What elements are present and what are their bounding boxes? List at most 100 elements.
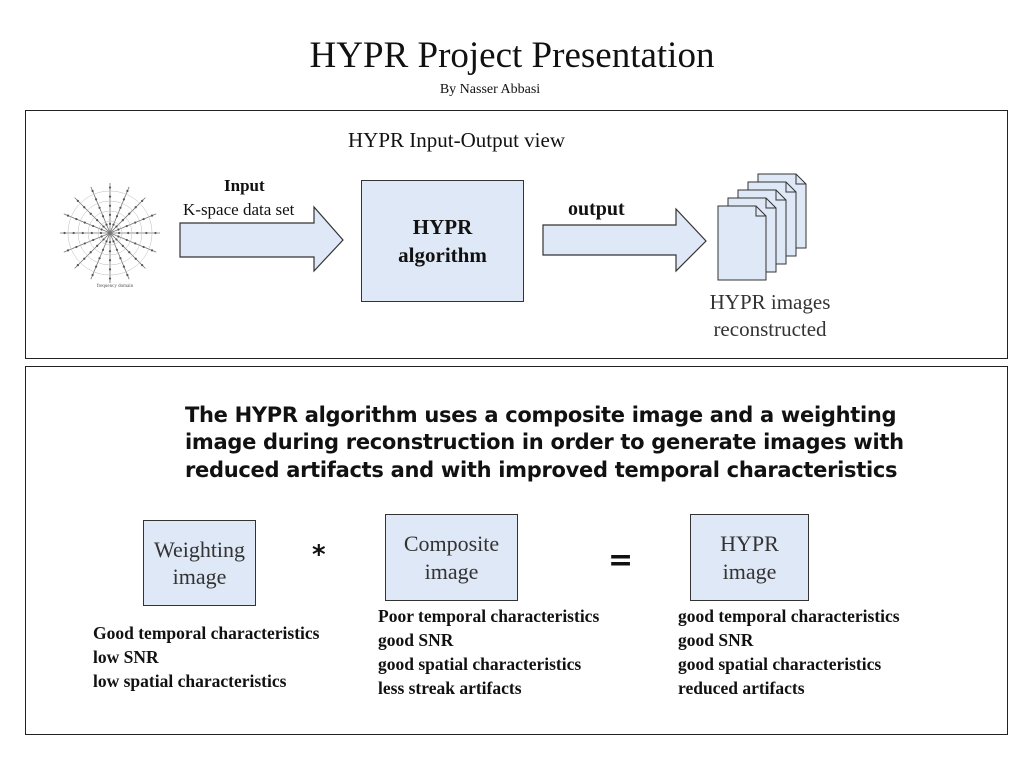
output-arrow [542, 207, 707, 273]
sample-dot [127, 231, 130, 235]
list-item: Good temporal characteristics [93, 623, 320, 643]
sample-dot [102, 225, 105, 228]
sample-dot [121, 219, 124, 222]
sample-dot [108, 240, 112, 244]
list-item: good temporal characteristics [678, 606, 900, 626]
sample-dot [128, 212, 131, 215]
list-item: less streak artifacts [378, 678, 522, 698]
sample-dot [119, 257, 122, 260]
io-view-panel [25, 110, 1008, 359]
document-stack-icon [717, 173, 807, 281]
input-label: Input [224, 176, 265, 195]
sample-dot [115, 225, 118, 228]
page-title: HYPR Project Presentation [309, 35, 715, 76]
sample-dot [142, 217, 145, 221]
hypr-image-box: HYPR image [690, 514, 809, 601]
sample-dot [63, 231, 66, 235]
sample-dot [108, 277, 112, 280]
sample-dot [117, 228, 120, 231]
sample-dot [92, 224, 95, 228]
sample-dot [105, 240, 108, 243]
sample-dot [154, 231, 157, 235]
sample-dot [136, 231, 139, 235]
sample-dot [91, 189, 94, 193]
sample-dot [134, 242, 137, 245]
sample-dot [83, 206, 86, 209]
sample-dot [76, 199, 79, 202]
formula-panel [25, 366, 1008, 735]
sample-dot [134, 221, 137, 224]
ring-circle [77, 200, 143, 266]
sample-dot [108, 186, 112, 189]
input-arrow [179, 205, 344, 273]
svg-text:frequency domain: frequency domain [97, 284, 134, 289]
sample-dot [100, 235, 103, 238]
sample-dot [117, 235, 120, 238]
sample-dot [92, 238, 95, 242]
sample-dot [75, 245, 78, 249]
sample-dot [94, 265, 98, 268]
sample-dot [101, 248, 105, 251]
kspace-radial-sampling-icon [60, 183, 160, 283]
sample-dot [90, 231, 93, 235]
sample-dot [134, 206, 137, 209]
sample-dot [98, 257, 101, 260]
ring-circle [87, 210, 133, 256]
sample-dot [122, 265, 126, 268]
multiply-operator: * [312, 540, 326, 570]
kspace-data-label: K-space data set [183, 200, 295, 219]
sample-dot [125, 224, 128, 228]
ring-circle [67, 190, 153, 276]
sample-dot [141, 199, 144, 202]
sample-dot [83, 257, 86, 260]
sample-dot [101, 215, 105, 218]
list-item: good SNR [378, 630, 454, 650]
hypr-algorithm-box: HYPR algorithm [361, 180, 524, 302]
sample-dot [89, 212, 92, 215]
list-item: good spatial characteristics [678, 654, 882, 674]
sample-dot [108, 268, 112, 271]
sample-dot [99, 231, 103, 235]
weighting-properties-list: Good temporal characteristics low SNR lo… [93, 621, 319, 693]
sample-dot [98, 206, 101, 209]
weighting-image-label: Weighting image [153, 536, 246, 590]
list-item: low SNR [93, 647, 159, 667]
sample-dot [108, 204, 112, 207]
spoke-line [63, 213, 157, 253]
sample-dot [72, 231, 75, 235]
sample-dot [91, 273, 94, 277]
sample-dot [125, 238, 128, 242]
algorithm-statement: The HYPR algorithm uses a composite imag… [185, 403, 904, 482]
sample-dot [96, 244, 99, 247]
hypr-images-caption: HYPR images reconstructed [709, 290, 831, 342]
page-fold [775, 190, 786, 201]
io-view-heading: HYPR Input-Output view [348, 128, 565, 152]
sample-dot [100, 228, 103, 231]
sample-dot [81, 231, 84, 235]
list-item: low spatial characteristics [93, 671, 287, 691]
sample-dot [141, 264, 144, 267]
sample-dot [117, 231, 121, 235]
sample-dot [108, 195, 112, 198]
ring-circle [97, 220, 123, 246]
sample-dot [66, 249, 70, 252]
composite-properties-list: Poor temporal characteristics good SNR g… [378, 604, 599, 700]
sample-dot [126, 273, 129, 277]
list-item: reduced artifacts [678, 678, 805, 698]
sample-dot [128, 251, 131, 254]
hypr-algorithm-label: HYPR algorithm [398, 214, 487, 267]
sample-dot [83, 242, 86, 245]
sample-dot [66, 214, 70, 217]
sample-dot [108, 222, 112, 226]
equals-operator: = [608, 543, 634, 578]
kspace-caption: frequency domain [97, 284, 134, 289]
sample-dot [119, 206, 122, 209]
sample-dot [115, 238, 118, 241]
page-fold [755, 206, 766, 217]
sample-dot [83, 221, 86, 224]
sample-dot [96, 219, 99, 222]
sample-dot [89, 251, 92, 254]
output-label: output [568, 198, 625, 220]
sample-dot [76, 264, 79, 267]
sample-dot [145, 231, 148, 235]
